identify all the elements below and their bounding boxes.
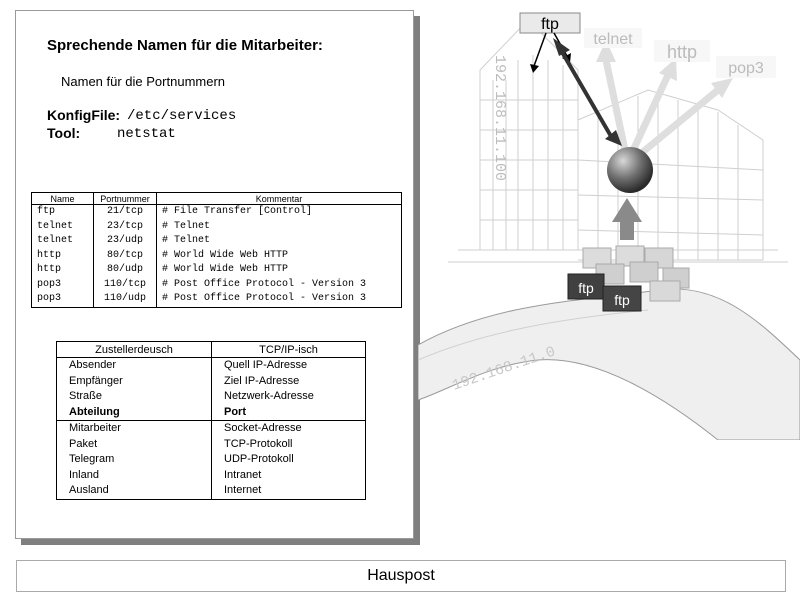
ftp-label-box — [519, 12, 581, 34]
packages-arrow — [612, 198, 642, 240]
service-arrows — [596, 40, 733, 163]
port-number: 23/udp — [93, 234, 157, 249]
tcpip-term: Ziel IP-Adresse — [211, 373, 366, 389]
port-number: 21/tcp — [93, 204, 157, 220]
service-label-http: http — [667, 42, 697, 62]
ports-header-port: Portnummer — [93, 192, 157, 205]
port-number: 110/tcp — [93, 277, 157, 292]
tool-value: netstat — [117, 126, 176, 142]
port-number: 110/udp — [93, 292, 157, 307]
service-label-telnet: telnet — [593, 31, 633, 48]
building-ip-label: 192.168.11.100 — [491, 55, 508, 181]
port-comment: # File Transfer [Control] — [156, 204, 402, 220]
packages-stack — [567, 245, 690, 312]
double-arrow — [553, 38, 622, 146]
pop3-label-box — [716, 56, 776, 78]
ports-header-name: Name — [31, 192, 94, 205]
slide-panel: Sprechende Namen für die Mitarbeiter: Na… — [15, 10, 414, 539]
postal-term: Absender — [56, 357, 212, 374]
tcpip-term: UDP-Protokoll — [211, 452, 366, 468]
port-number: 23/tcp — [93, 219, 157, 234]
port-name: ftp — [31, 204, 94, 220]
telnet-label-box — [584, 28, 642, 48]
tcpip-term: Intranet — [211, 467, 366, 483]
mapping-header-postal: Zustellerdeusch — [56, 341, 212, 358]
tcpip-term: Port — [211, 404, 366, 421]
port-comment: # Post Office Protocol - Version 3 — [156, 292, 402, 307]
postal-term: Abteilung — [56, 404, 212, 421]
postal-term: Ausland — [56, 483, 212, 499]
port-number: 80/udp — [93, 263, 157, 278]
tool-label: Tool: — [47, 125, 81, 141]
postal-term: Inland — [56, 467, 212, 483]
port-name: http — [31, 248, 94, 263]
service-label-pop3: pop3 — [728, 60, 764, 77]
slide-title: Sprechende Namen für die Mitarbeiter: — [47, 37, 323, 54]
port-name: http — [31, 263, 94, 278]
postal-term: Paket — [56, 436, 212, 452]
port-comment: # Post Office Protocol - Version 3 — [156, 277, 402, 292]
mapping-header-tcpip: TCP/IP-isch — [211, 341, 366, 358]
tcpip-term: TCP-Protokoll — [211, 436, 366, 452]
config-file-label: KonfigFile: — [47, 107, 121, 123]
port-comment: # Telnet — [156, 234, 402, 249]
tcpip-term: Netzwerk-Adresse — [211, 389, 366, 405]
tcpip-term: Socket-Adresse — [211, 420, 366, 437]
footer-title: Hauspost — [16, 560, 786, 592]
network-illustration: 192.168.11.0 192.168.11.100 ftp telnet h… — [418, 12, 800, 440]
postal-term: Telegram — [56, 452, 212, 468]
port-comment: # World Wide Web HTTP — [156, 263, 402, 278]
package-label-ftp: ftp — [578, 280, 594, 296]
ports-header-comment: Kommentar — [156, 192, 402, 205]
host-sphere — [607, 147, 653, 193]
port-number: 80/tcp — [93, 248, 157, 263]
tcpip-term: Quell IP-Adresse — [211, 357, 366, 374]
arrowhead-down — [605, 130, 622, 146]
port-comment: # Telnet — [156, 219, 402, 234]
postal-term: Empfänger — [56, 373, 212, 389]
port-name: pop3 — [31, 277, 94, 292]
service-label-ftp: ftp — [541, 16, 559, 33]
port-name: pop3 — [31, 292, 94, 307]
arrowhead-up — [553, 38, 570, 56]
postal-term: Mitarbeiter — [56, 420, 212, 437]
slide-subtitle: Namen für die Portnummern — [61, 74, 226, 89]
http-label-box — [654, 40, 710, 62]
port-comment: # World Wide Web HTTP — [156, 248, 402, 263]
config-file-value: /etc/services — [127, 108, 237, 124]
postal-term: Straße — [56, 389, 212, 405]
tcpip-term: Internet — [211, 483, 366, 499]
road-shape — [418, 288, 800, 440]
package-label-ftp: ftp — [614, 292, 630, 308]
port-name: telnet — [31, 219, 94, 234]
port-name: telnet — [31, 234, 94, 249]
